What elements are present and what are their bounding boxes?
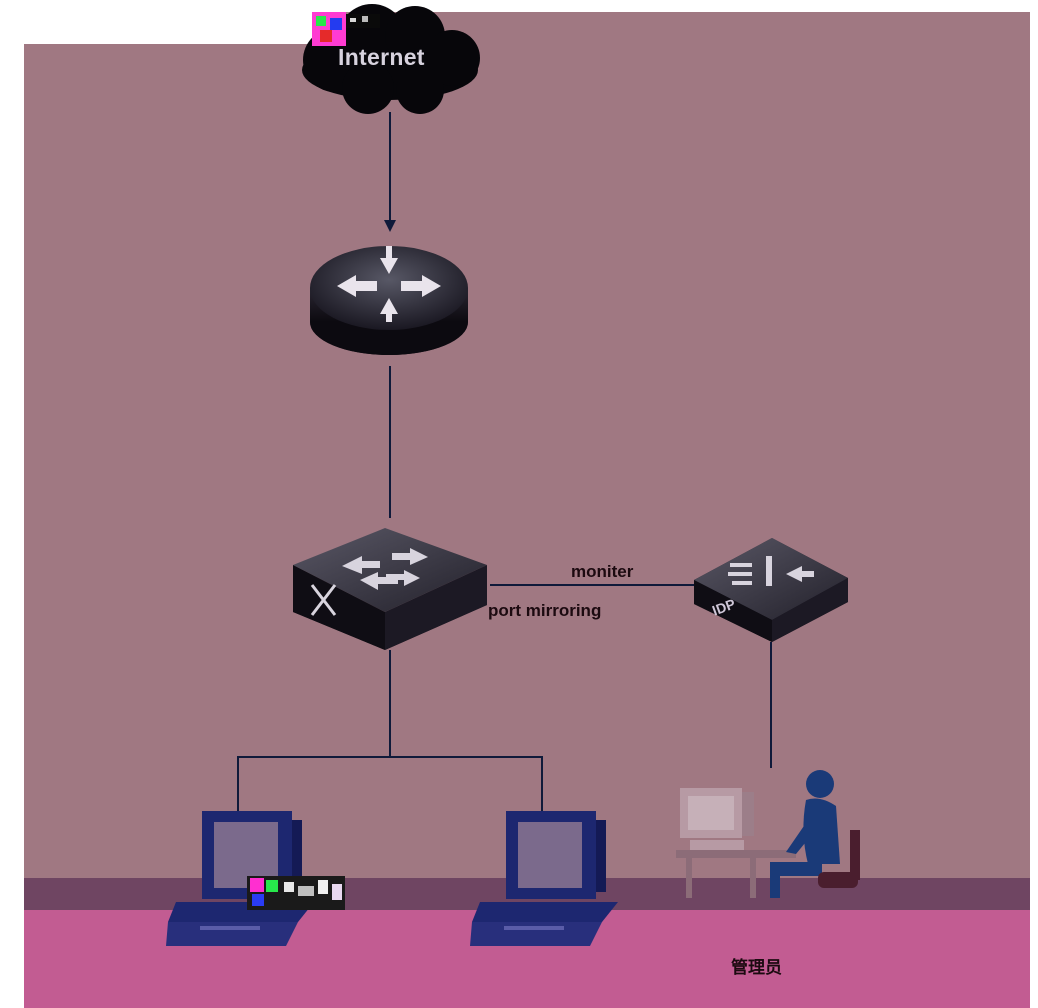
admin-desk-icon bbox=[676, 788, 796, 898]
image-artifact bbox=[312, 12, 380, 46]
administrator-label: 管理员 bbox=[731, 958, 782, 978]
monitor-link-label: moniter bbox=[571, 562, 634, 581]
idp-icon bbox=[694, 538, 848, 642]
pc-right-icon bbox=[470, 811, 618, 946]
port-mirroring-label: port mirroring bbox=[488, 601, 602, 620]
internet-label: Internet bbox=[338, 44, 425, 70]
router-icon bbox=[310, 246, 468, 355]
arrowhead-router bbox=[384, 220, 396, 232]
switch-icon bbox=[293, 528, 487, 650]
canvas-background bbox=[24, 44, 1030, 880]
link-branch bbox=[237, 756, 543, 812]
image-artifact bbox=[247, 876, 345, 910]
links bbox=[237, 112, 772, 812]
administrator-figure-icon bbox=[770, 770, 860, 898]
pc-left-icon bbox=[166, 811, 314, 946]
